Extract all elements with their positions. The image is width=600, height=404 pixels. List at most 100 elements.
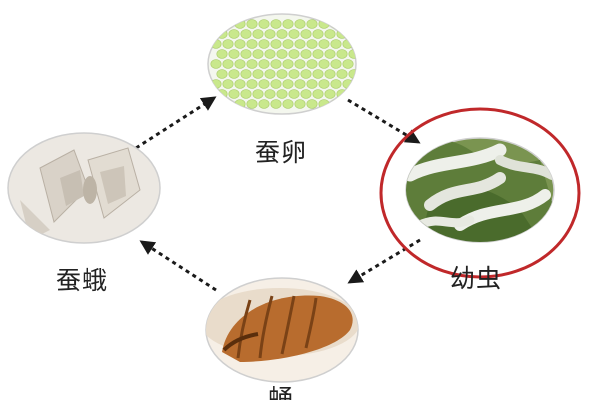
egg-dot (342, 59, 354, 69)
egg-dot (264, 29, 276, 39)
egg-dot (246, 19, 258, 29)
egg-dot (294, 79, 306, 89)
egg-dot (306, 99, 318, 109)
egg-dot (246, 99, 258, 109)
egg-dot (318, 59, 330, 69)
egg-dot (294, 39, 306, 49)
egg-dot (264, 69, 276, 79)
egg-dot (270, 19, 282, 29)
egg-dot (270, 99, 282, 109)
egg-dot (312, 69, 324, 79)
egg-dot (276, 69, 288, 79)
egg-dot (252, 29, 264, 39)
egg-dot (240, 49, 252, 59)
egg-dot (288, 69, 300, 79)
egg-dot (258, 99, 270, 109)
egg-dot (216, 69, 228, 79)
egg-dot (240, 69, 252, 79)
egg-dot (234, 79, 246, 89)
egg-dot (294, 59, 306, 69)
arrow-pupa-to-moth (139, 240, 217, 292)
egg-dot (240, 29, 252, 39)
egg-dot (210, 59, 222, 69)
silk-moth-photo (7, 132, 161, 244)
silkworm-eggs-photo (207, 13, 357, 115)
egg-dot (258, 59, 270, 69)
egg-dot (276, 29, 288, 39)
egg-dot (300, 29, 312, 39)
egg-dot (228, 89, 240, 99)
egg-dot (276, 49, 288, 59)
egg-dot (318, 39, 330, 49)
stage-label-moth: 蚕蛾 (56, 266, 109, 295)
egg-dot (210, 19, 222, 29)
egg-dot (300, 49, 312, 59)
egg-dot (252, 49, 264, 59)
egg-dot (324, 29, 336, 39)
egg-dot (312, 29, 324, 39)
egg-dot (312, 89, 324, 99)
egg-dot (294, 99, 306, 109)
egg-dot (282, 59, 294, 69)
egg-dot (222, 79, 234, 89)
egg-dot (300, 89, 312, 99)
egg-dot (306, 79, 318, 89)
egg-dot (246, 59, 258, 69)
egg-dot (294, 19, 306, 29)
arrow-egg-to-larva (347, 98, 421, 144)
egg-dot (324, 89, 336, 99)
egg-dot (306, 59, 318, 69)
silkworm-pupa-photo (205, 277, 359, 383)
egg-dot (252, 89, 264, 99)
arrow-moth-to-egg (135, 96, 217, 150)
egg-dot (210, 99, 222, 109)
egg-dot (282, 99, 294, 109)
egg-dot (258, 19, 270, 29)
egg-dot (282, 39, 294, 49)
egg-dot (246, 39, 258, 49)
egg-dot (336, 49, 348, 59)
egg-dot (324, 49, 336, 59)
egg-dot (216, 49, 228, 59)
highlight-ring (379, 107, 581, 279)
egg-dot (234, 59, 246, 69)
egg-dot (324, 69, 336, 79)
egg-dot (270, 59, 282, 69)
egg-dot (240, 89, 252, 99)
arrow-larva-to-pupa (347, 238, 421, 284)
stage-label-pupa: 蛹 (268, 386, 294, 400)
egg-dot (282, 79, 294, 89)
egg-dot (252, 69, 264, 79)
egg-dot (270, 39, 282, 49)
egg-dot (288, 29, 300, 39)
egg-dot (318, 79, 330, 89)
egg-dot (300, 69, 312, 79)
egg-dot (330, 59, 342, 69)
egg-dot (228, 69, 240, 79)
egg-dot (222, 39, 234, 49)
egg-dot (330, 39, 342, 49)
egg-dot (270, 79, 282, 89)
egg-dot (276, 89, 288, 99)
egg-dot (312, 49, 324, 59)
stage-label-larva: 幼虫 (450, 264, 503, 293)
egg-dot (228, 29, 240, 39)
egg-dot (234, 39, 246, 49)
egg-dot (258, 79, 270, 89)
egg-dot (228, 49, 240, 59)
egg-dot (336, 69, 348, 79)
stage-label-egg: 蚕卵 (255, 138, 308, 167)
egg-dot (288, 49, 300, 59)
egg-dot (348, 29, 356, 39)
silkworm-larvae-photo (405, 137, 555, 243)
egg-dot (348, 89, 356, 99)
egg-dot (258, 39, 270, 49)
egg-dot (264, 89, 276, 99)
egg-dot (288, 89, 300, 99)
egg-dot (342, 19, 354, 29)
egg-dot (306, 19, 318, 29)
egg-dot (264, 49, 276, 59)
egg-dot (330, 79, 342, 89)
egg-dot (222, 59, 234, 69)
